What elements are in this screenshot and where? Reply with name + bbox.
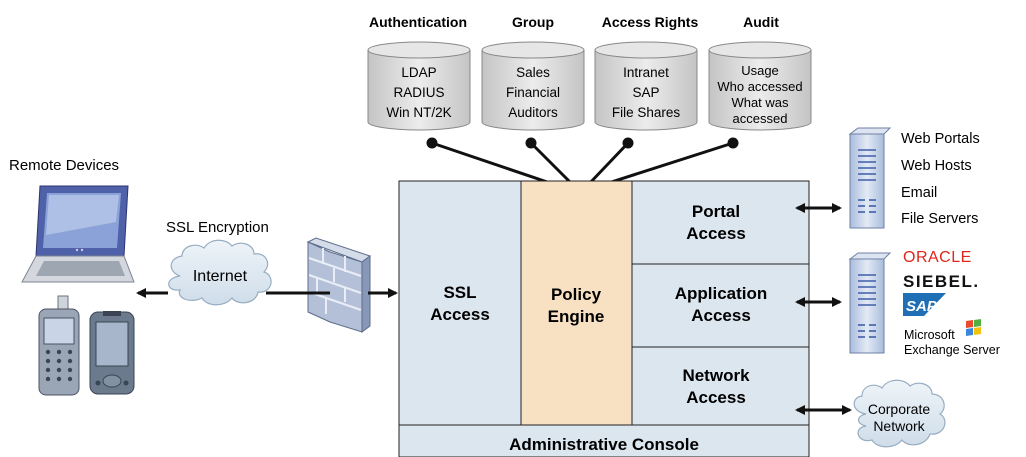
remote-devices-label: Remote Devices bbox=[9, 157, 119, 174]
auth-line-3: Win NT/2K bbox=[386, 105, 451, 120]
corporate-network-line-1: Corporate bbox=[868, 401, 930, 417]
windows-flag-icon bbox=[966, 319, 981, 336]
access-line-2: SAP bbox=[632, 85, 659, 100]
microsoft-label: Microsoft bbox=[904, 328, 955, 342]
file-servers-label: File Servers bbox=[901, 211, 978, 227]
cell-phone-icon bbox=[38, 295, 80, 396]
ssl-encryption-label: SSL Encryption bbox=[166, 219, 269, 236]
corporate-network-cloud: Corporate Network bbox=[853, 379, 946, 448]
sap-logo: SAP bbox=[903, 293, 946, 316]
application-access-line-2: Access bbox=[691, 306, 751, 325]
auth-line-1: LDAP bbox=[401, 65, 436, 80]
internet-cloud: Internet bbox=[168, 239, 272, 306]
audit-cylinder: Usage Who accessed What was accessed bbox=[708, 41, 812, 131]
laptop-icon bbox=[21, 185, 135, 283]
network-access-line-2: Access bbox=[686, 388, 746, 407]
policy-engine-panel bbox=[520, 180, 633, 426]
gateway-box: SSL Access Policy Engine Portal Access A… bbox=[398, 180, 810, 457]
access-rights-heading: Access Rights bbox=[602, 14, 699, 30]
web-hosts-label: Web Hosts bbox=[901, 158, 972, 174]
audit-line-4: accessed bbox=[733, 111, 788, 126]
directory-connectors bbox=[431, 141, 734, 188]
policy-engine-line-2: Engine bbox=[548, 307, 605, 326]
audit-line-1: Usage bbox=[741, 63, 779, 78]
access-line-1: Intranet bbox=[623, 65, 669, 80]
group-heading: Group bbox=[512, 14, 554, 30]
audit-heading: Audit bbox=[743, 14, 779, 30]
internet-label: Internet bbox=[193, 268, 248, 285]
corporate-network-line-2: Network bbox=[873, 418, 925, 434]
application-access-line-1: Application bbox=[675, 284, 768, 303]
authentication-cylinder: LDAP RADIUS Win NT/2K bbox=[367, 41, 471, 131]
web-portals-label: Web Portals bbox=[901, 131, 980, 147]
pda-icon bbox=[89, 311, 135, 395]
directory-cylinders: Authentication Group Access Rights Audit… bbox=[367, 14, 812, 131]
group-cylinder: Sales Financial Auditors bbox=[481, 41, 585, 131]
application-server-icon bbox=[848, 252, 892, 354]
auth-line-2: RADIUS bbox=[393, 85, 444, 100]
ssl-access-line-2: Access bbox=[430, 305, 490, 324]
email-label: Email bbox=[901, 185, 937, 201]
group-line-3: Auditors bbox=[508, 105, 558, 120]
siebel-logo: SIEBEL. bbox=[903, 272, 980, 291]
firewall-icon bbox=[306, 237, 372, 333]
policy-engine-line-1: Policy bbox=[551, 285, 602, 304]
audit-line-3: What was bbox=[731, 95, 789, 110]
authentication-heading: Authentication bbox=[369, 14, 467, 30]
access-line-3: File Shares bbox=[612, 105, 681, 120]
access-rights-cylinder: Intranet SAP File Shares bbox=[594, 41, 698, 131]
oracle-logo: ORACLE bbox=[903, 249, 972, 266]
ssl-access-line-1: SSL bbox=[443, 283, 476, 302]
portal-access-line-1: Portal bbox=[692, 202, 740, 221]
audit-line-2: Who accessed bbox=[717, 79, 802, 94]
administrative-console: Administrative Console bbox=[509, 435, 699, 454]
group-line-1: Sales bbox=[516, 65, 550, 80]
group-line-2: Financial bbox=[506, 85, 560, 100]
right-connection-arrows bbox=[795, 203, 852, 415]
web-server-icon bbox=[848, 127, 892, 229]
sap-logo-text: SAP bbox=[906, 298, 938, 315]
exchange-server-label: Exchange Server bbox=[904, 343, 1000, 357]
portal-access-line-2: Access bbox=[686, 224, 746, 243]
network-access-line-1: Network bbox=[682, 366, 750, 385]
